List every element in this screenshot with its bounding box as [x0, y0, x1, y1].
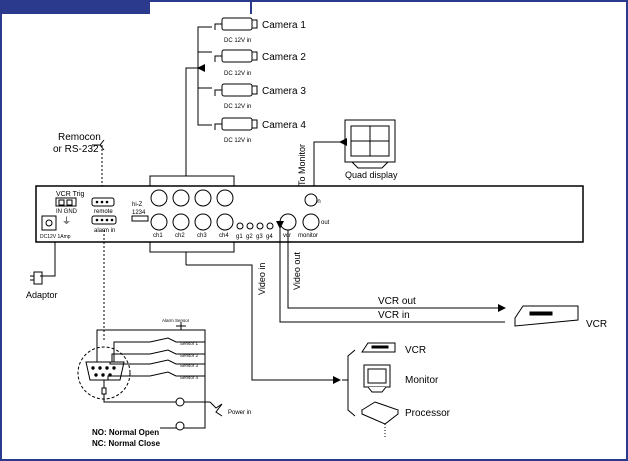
vcr-device-label: VCR	[586, 319, 607, 330]
video-in-label: Video in	[257, 263, 267, 295]
alarm-header: Alarm Sensor	[162, 318, 190, 323]
processor-output-icon	[360, 401, 400, 438]
vcr-device-icon	[514, 305, 579, 327]
vcr-in-label: VCR in	[378, 310, 410, 321]
sensor-3-label: Sensor 3	[180, 363, 199, 368]
legend-no: NO: Normal Open	[92, 428, 159, 437]
gain-knobs	[236, 222, 274, 230]
device-vcr-label: VCR	[405, 345, 426, 356]
alarm-in-label: alarm in	[94, 228, 115, 234]
quad-display-label: Quad display	[345, 170, 398, 180]
g1-label: g1	[236, 234, 243, 240]
power-in-label: Power in	[228, 410, 251, 416]
title-strip	[2, 2, 150, 14]
dc-power-jack	[41, 215, 57, 231]
camera-2-label: Camera 2	[262, 52, 306, 63]
in-label: in	[316, 199, 321, 205]
sensor-2-label: Sensor 2	[180, 353, 199, 358]
ch3-label: ch3	[197, 233, 207, 239]
adaptor-label: Adaptor	[26, 290, 58, 300]
remocon-label: Remocon	[58, 132, 101, 143]
vcr-output-icon	[361, 342, 396, 353]
remote-port	[91, 197, 115, 207]
bnc-ch1	[150, 213, 168, 231]
camera-1-power: DC 12V in	[224, 38, 251, 44]
bnc-top-row	[150, 189, 234, 207]
bnc-top-2	[172, 189, 190, 207]
hi-z-nums: 1234	[132, 210, 146, 216]
camera-2-icon	[214, 49, 258, 63]
camera-4-label: Camera 4	[262, 120, 306, 131]
bnc-ch3	[194, 213, 212, 231]
title-strip-divider	[150, 2, 252, 14]
g2-label: g2	[246, 234, 253, 240]
rs232-label: or RS-232	[53, 144, 99, 155]
camera-1-icon	[214, 17, 258, 31]
ch2-label: ch2	[175, 233, 185, 239]
sensor-4-label: Sensor 4	[180, 375, 199, 380]
in-gnd-label: IN GND	[56, 209, 78, 215]
camera-group	[185, 17, 258, 135]
sensor-1-label: Sensor 1	[180, 341, 199, 346]
video-out-label: Video out	[292, 252, 302, 290]
g3-label: g3	[256, 234, 263, 240]
camera-3-power: DC 12V in	[224, 104, 251, 110]
vcr-trig-label: VCR Trig	[56, 191, 85, 198]
adaptor-icon	[30, 242, 56, 285]
camera-4-icon	[214, 117, 258, 131]
monitor-output-icon	[363, 364, 391, 393]
vcr-monitor-ports	[279, 193, 320, 231]
remote-label: remote	[94, 209, 113, 215]
vcr-port-label: vcr	[283, 233, 291, 239]
vcr-out-label: VCR out	[378, 296, 416, 307]
bnc-ch2	[172, 213, 190, 231]
bnc-top-3	[194, 189, 212, 207]
bnc-ch4	[216, 213, 234, 231]
ch1-label: ch1	[153, 233, 163, 239]
dc-power-label: DC12V 1Amp	[40, 234, 71, 240]
camera-2-power: DC 12V in	[224, 71, 251, 77]
camera-1-label: Camera 1	[262, 20, 306, 31]
power-in-connectors	[101, 387, 185, 431]
hi-z-switch	[131, 215, 149, 222]
bnc-top-1	[150, 189, 168, 207]
alarm-connector	[85, 361, 125, 381]
bnc-top-4	[216, 189, 234, 207]
hi-z-label: hi-Z	[132, 202, 143, 208]
to-monitor-label: To Monitor	[297, 144, 307, 186]
alarm-lines	[96, 322, 210, 429]
g4-label: g4	[266, 234, 273, 240]
camera-3-label: Camera 3	[262, 86, 306, 97]
bnc-ch-row	[150, 213, 234, 231]
camera-3-icon	[214, 83, 258, 97]
ground-icon: ⏚	[62, 216, 71, 226]
legend-nc: NC: Normal Close	[92, 439, 161, 448]
device-processor-label: Processor	[405, 408, 451, 419]
vcr-trig-terminal	[55, 197, 77, 207]
device-monitor-label: Monitor	[405, 375, 439, 386]
ch4-label: ch4	[219, 233, 229, 239]
alarm-port	[91, 215, 117, 225]
out-label: out	[321, 220, 330, 226]
monitor-port-label: monitor	[298, 233, 318, 239]
quad-display-icon	[344, 119, 396, 169]
camera-4-power: DC 12V in	[224, 138, 251, 144]
